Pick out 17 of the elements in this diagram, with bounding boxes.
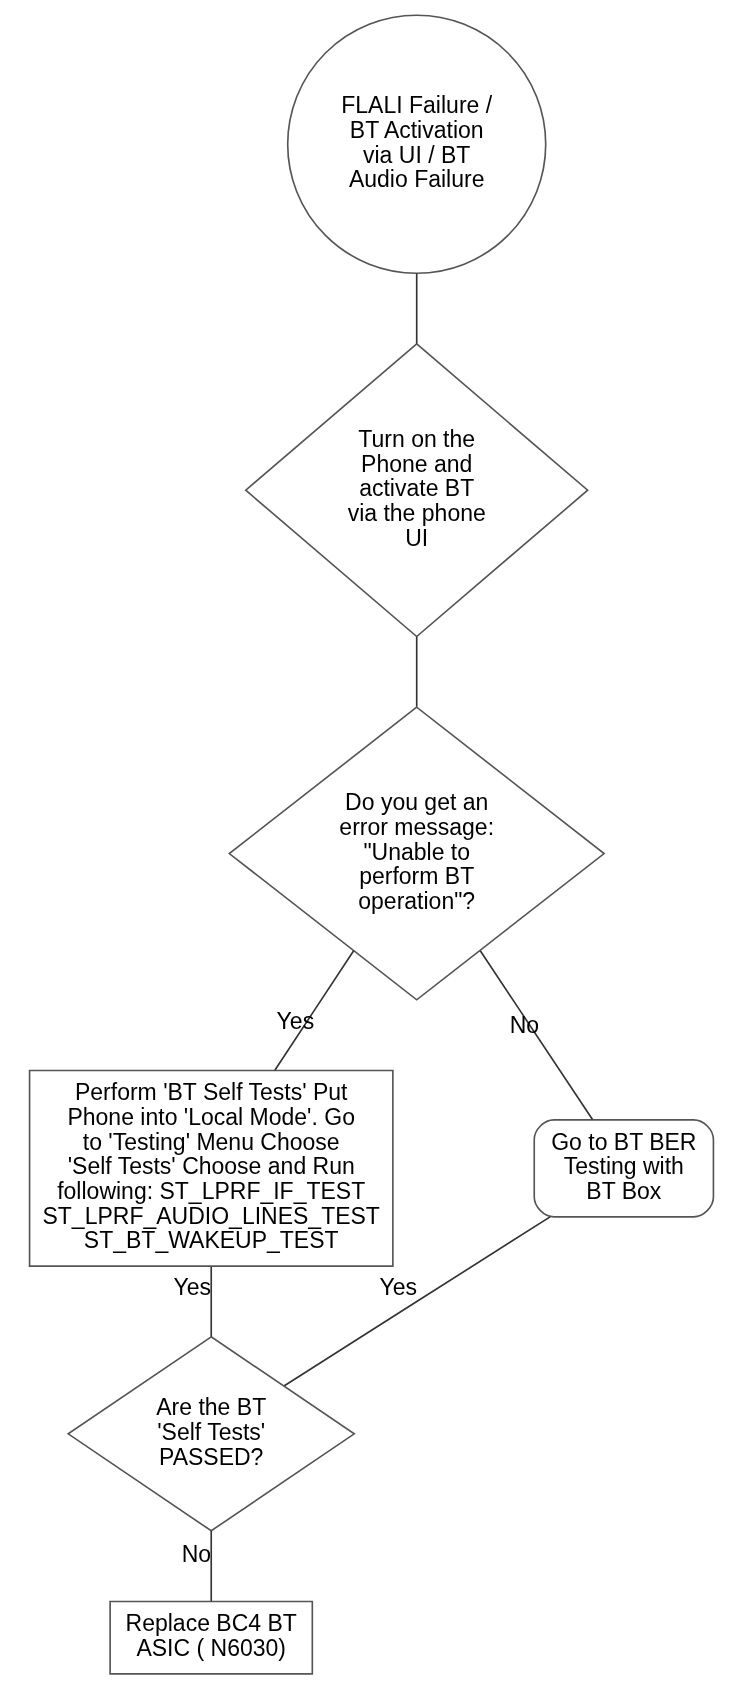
- connector: [209, 1530, 212, 1602]
- connector: [209, 1266, 212, 1338]
- connector: [415, 635, 418, 708]
- node-box: Go to BT BER Testing with BT Box: [532, 1119, 714, 1218]
- node-diamond: Do you get an error message: "Unable to perform BT operation"?: [227, 706, 605, 1001]
- node-box: Replace BC4 BT ASIC ( N6030): [108, 1600, 313, 1675]
- connector: [478, 949, 593, 1121]
- node-diamond: Are the BT 'Self Tests' PASSED?: [66, 1335, 356, 1532]
- edge-label: Yes: [173, 1274, 211, 1301]
- edge-label: No: [181, 1540, 211, 1567]
- node-diamond: Turn on the Phone and activate BT via the phone UI: [243, 342, 589, 638]
- edge-label: Yes: [378, 1274, 417, 1301]
- connector: [283, 1216, 551, 1387]
- connector: [273, 949, 354, 1071]
- connector: [415, 272, 418, 345]
- node-circle: FLALI Failure / BT Activation via UI / BT Audio Failure: [286, 14, 547, 275]
- node-box: Perform 'BT Self Tests' Put Phone into 'Local Mode'. Go to 'Testing' Menu Choose 'Self Tests' Choose and Run following: ST_LPRF_IF_TEST ST_LPRF_AUDIO_LINES_TEST ST_BT_WAKEUP_TEST: [28, 1069, 394, 1267]
